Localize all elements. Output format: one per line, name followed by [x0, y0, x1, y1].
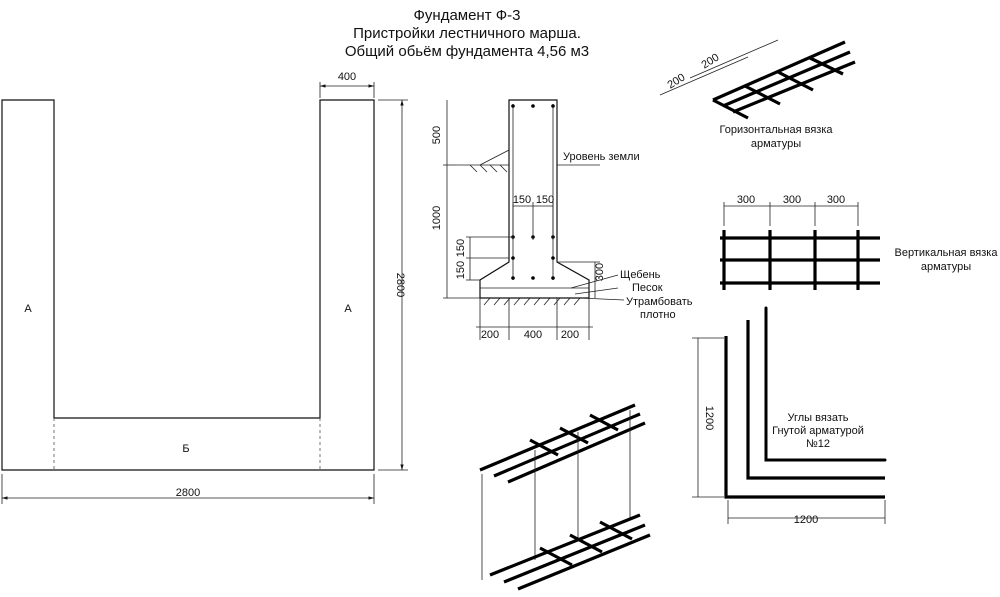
title-line-2: Пристройки лестничного марша.: [353, 25, 581, 42]
vtie-caption-2: арматуры: [921, 261, 971, 273]
vtie-dim-1: 300: [737, 194, 755, 206]
corner-caption-1: Углы вязать: [787, 412, 848, 424]
horizontal-tie-detail: 200 200 Горизонтальная вязка арматуры: [659, 39, 856, 150]
section-dim-500: 500: [431, 126, 443, 144]
dim-400-label: 400: [338, 71, 356, 83]
title-line-1: Фундамент Ф-3: [414, 7, 521, 24]
section-dim-1000: 1000: [431, 206, 443, 230]
rebar-dots: [511, 104, 555, 280]
horizontal-tie-bars: [712, 40, 856, 120]
corner-dim-horizontal: 1200: [794, 514, 818, 526]
section-dim-300: 300: [594, 263, 606, 281]
corner-bar-inner: [764, 306, 887, 462]
section-dim-150-c: 150: [513, 194, 531, 206]
u-shape-outline: [1, 99, 375, 471]
section-dim-bottom-right: 200: [561, 329, 579, 341]
section-outline: [479, 99, 590, 299]
compact-label-1: Утрамбовать: [626, 296, 693, 308]
vtie-dim-3: 300: [827, 194, 845, 206]
compact-leader: [579, 297, 625, 301]
htie-dim-line-b: [689, 39, 779, 79]
sand-label: Песок: [632, 282, 663, 294]
title-line-3: Общий обьём фундамента 4,56 м3: [345, 43, 589, 60]
drawing-title: Фундамент Ф-3 Пристройки лестничного мар…: [345, 7, 589, 60]
htie-dim-line-a: [659, 56, 749, 96]
htie-dim-a: 200: [665, 72, 687, 92]
section-label-a-right: А: [344, 303, 352, 315]
vtie-caption-1: Вертикальная вязка: [895, 247, 999, 259]
soil-hatch: [483, 297, 581, 306]
dim-height-label: 2800: [394, 273, 406, 297]
vertical-tie-detail: 300 300 300 Вертикальная вязка арматуры: [720, 194, 998, 290]
gravel-label: Щебень: [620, 269, 661, 281]
cage-top-bars: [479, 403, 646, 484]
ground-level-label: Уровень земли: [563, 151, 640, 163]
corner-bar-outer: [724, 336, 885, 499]
cage-verticals: [481, 410, 631, 580]
section-dim-150-b: 150: [455, 261, 467, 279]
cage-bottom-bars: [489, 513, 651, 591]
section-dim-bottom-mid: 400: [524, 329, 542, 341]
ground-hatch: [469, 164, 508, 173]
htie-caption-1: Горизонтальная вязка: [720, 124, 834, 136]
htie-caption-2: арматуры: [751, 138, 801, 150]
gravel-leader: [570, 274, 619, 289]
ground-slope: [479, 149, 510, 166]
corner-dim-vertical: 1200: [703, 406, 715, 430]
corner-detail: 1200 1200 Углы вязать Гнутой арматурой №…: [692, 306, 887, 526]
compact-label-2: плотно: [640, 309, 676, 321]
corner-caption-3: №12: [806, 438, 830, 450]
section-dim-bottom-left: 200: [481, 329, 499, 341]
rebar-cage-3d: [479, 403, 651, 591]
section-label-b: Б: [182, 443, 189, 455]
dim-width-label: 2800: [176, 487, 200, 499]
section-dim-150-a: 150: [455, 239, 467, 257]
section-dim-150-d: 150: [536, 194, 554, 206]
htie-dim-b: 200: [699, 52, 721, 72]
corner-bar-mid: [746, 320, 885, 480]
foundation-section: Уровень земли 500 1000 150 150 150 150 3…: [431, 99, 693, 341]
section-label-a-left: А: [24, 303, 32, 315]
sand-leader: [574, 287, 619, 295]
vtie-dim-2: 300: [783, 194, 801, 206]
vertical-tie-bars: [720, 230, 880, 290]
corner-caption-2: Гнутой арматурой: [772, 425, 864, 437]
foundation-plan: А А Б 400 2800 2800: [1, 71, 408, 504]
